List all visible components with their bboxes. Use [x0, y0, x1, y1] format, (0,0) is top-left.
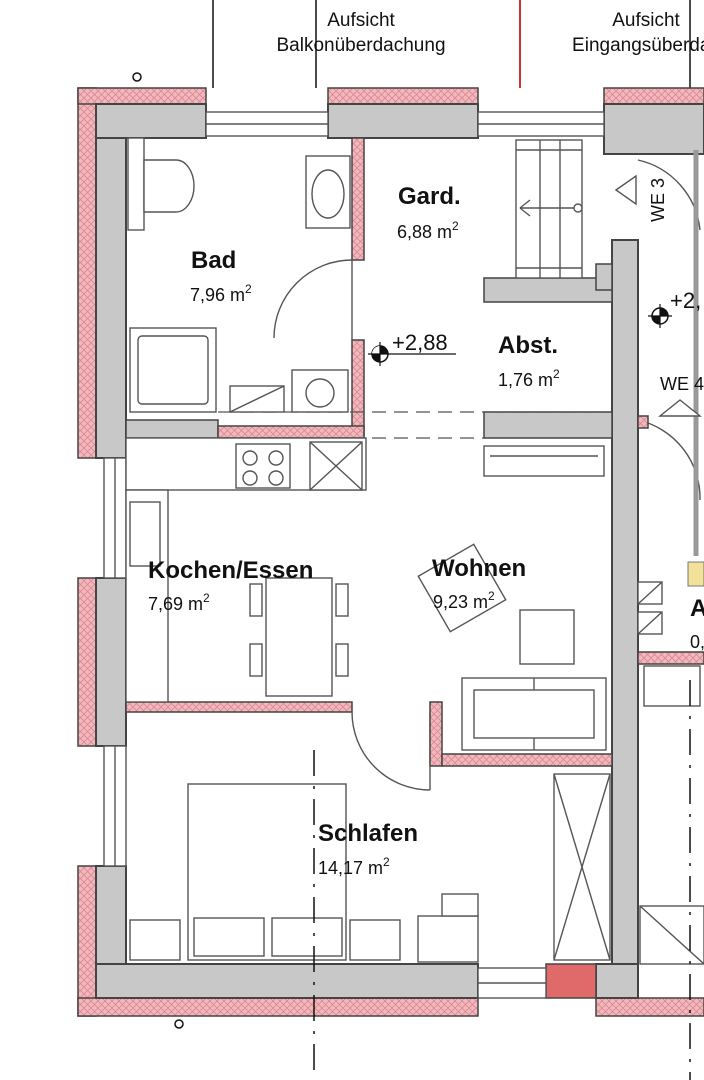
- top-labels: Aufsicht Balkonüberdachung Aufsicht Eing…: [276, 10, 704, 56]
- neighbour-label-we4: WE 4: [660, 374, 704, 394]
- windows: [103, 111, 605, 999]
- neighbour-fragments: [637, 150, 704, 965]
- neighbour-labels: WE 3 WE 4 A 0,: [648, 178, 704, 652]
- room-name-schlafen: Schlafen: [318, 820, 418, 847]
- bathroom-fixtures: [127, 137, 351, 413]
- room-area-kochen-essen: 7,69 m2: [148, 591, 210, 614]
- room-name-kochen-essen: Kochen/Essen: [148, 557, 313, 584]
- room-labels: Bad 7,96 m2 Gard. 6,88 m2 Abst. 1,76 m2 …: [148, 183, 560, 878]
- top-right-label-line1: Aufsicht: [612, 10, 680, 31]
- elevation-labels: +2,88 +2,: [392, 288, 701, 355]
- room-name-bad: Bad: [191, 247, 236, 274]
- room-name-wohnen: Wohnen: [432, 555, 526, 582]
- neighbour-room-name: A: [690, 595, 704, 622]
- elevation-label-neighbour: +2,: [670, 288, 701, 313]
- exterior-walls: [77, 87, 704, 1017]
- axis-lines: [132, 72, 691, 1080]
- stair: [515, 139, 637, 279]
- kitchen-furniture: [125, 437, 367, 703]
- room-name-abst: Abst.: [498, 332, 558, 359]
- room-area-gard: 6,88 m2: [397, 219, 459, 242]
- neighbour-room-area: 0,: [690, 632, 704, 652]
- room-name-gard: Gard.: [398, 183, 461, 210]
- room-area-schlafen: 14,17 m2: [318, 855, 390, 878]
- neighbour-label-we3: WE 3: [648, 178, 668, 222]
- top-left-label-line2: Balkonüberdachung: [276, 35, 445, 56]
- room-area-bad: 7,96 m2: [190, 282, 252, 305]
- chimney: [545, 963, 597, 999]
- elevation-label-main: +2,88: [392, 330, 448, 355]
- living-furniture: [417, 445, 607, 751]
- top-right-label-line2: Eingangsüberdac: [572, 35, 704, 56]
- bedroom-furniture: [129, 773, 611, 963]
- room-area-abst: 1,76 m2: [498, 367, 560, 390]
- interior-walls: [125, 137, 613, 767]
- top-left-label-line1: Aufsicht: [327, 10, 395, 31]
- elevation-marker-symbol: [368, 304, 672, 366]
- room-area-wohnen: 9,23 m2: [433, 589, 495, 612]
